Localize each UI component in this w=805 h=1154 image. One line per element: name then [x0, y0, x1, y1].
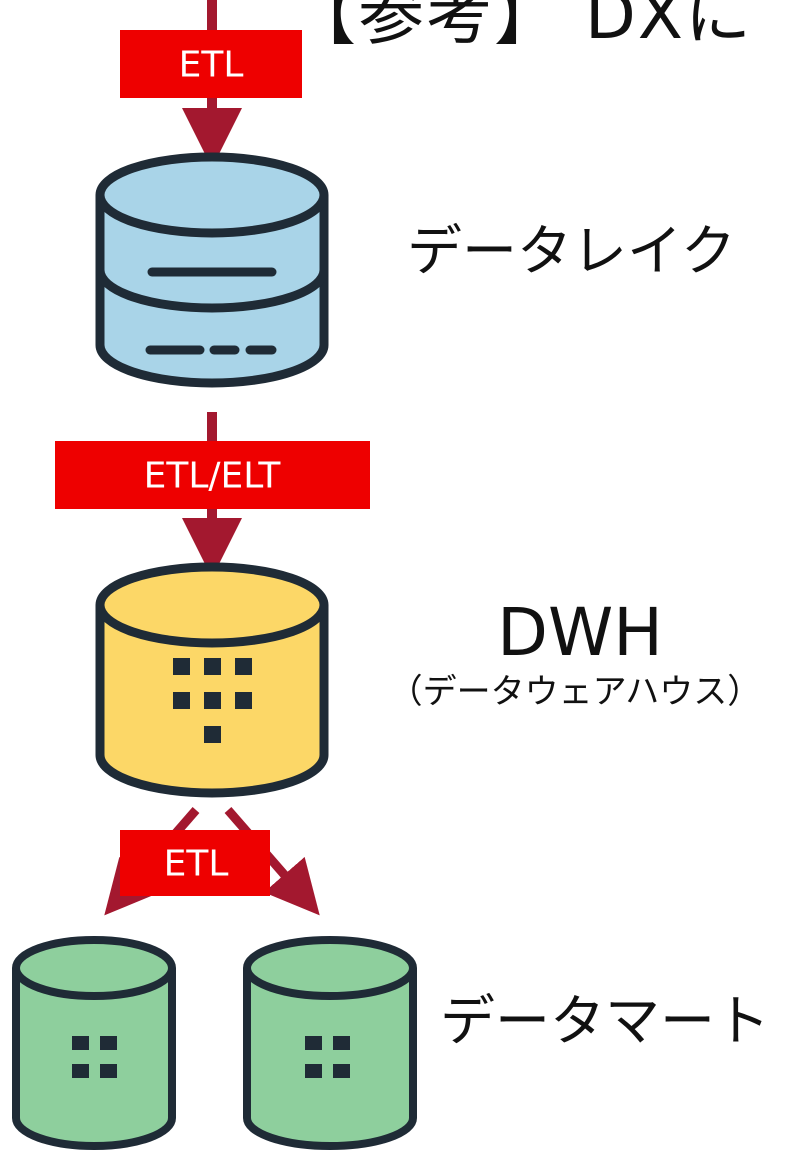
etl-flow-middle: ETL/ELT	[55, 412, 370, 578]
etl-label-bottom: ETL	[164, 844, 229, 885]
data-lake-label: データレイク	[407, 219, 736, 283]
dwh-subtitle: （データウェアハウス）	[389, 672, 762, 712]
etl-label-top: ETL	[179, 45, 244, 86]
page-title: 【参考】 DXに	[290, 0, 754, 54]
etl-label-middle: ETL/ELT	[144, 456, 282, 497]
dwh-title: DWH	[497, 594, 663, 671]
etl-flow-top: ETL	[120, 0, 302, 168]
etl-box-top	[120, 30, 302, 98]
dwh-grid-icon	[173, 658, 252, 743]
etl-box-middle	[55, 441, 370, 509]
data-mart-icon-right	[243, 936, 417, 1150]
dwh-icon	[95, 562, 329, 798]
data-mart-label: データマート	[440, 989, 770, 1053]
etl-box-bottom	[120, 830, 270, 896]
data-lake-icon	[95, 152, 329, 388]
etl-flow-bottom: ETL	[104, 807, 320, 916]
data-mart-icon-left	[12, 936, 176, 1150]
